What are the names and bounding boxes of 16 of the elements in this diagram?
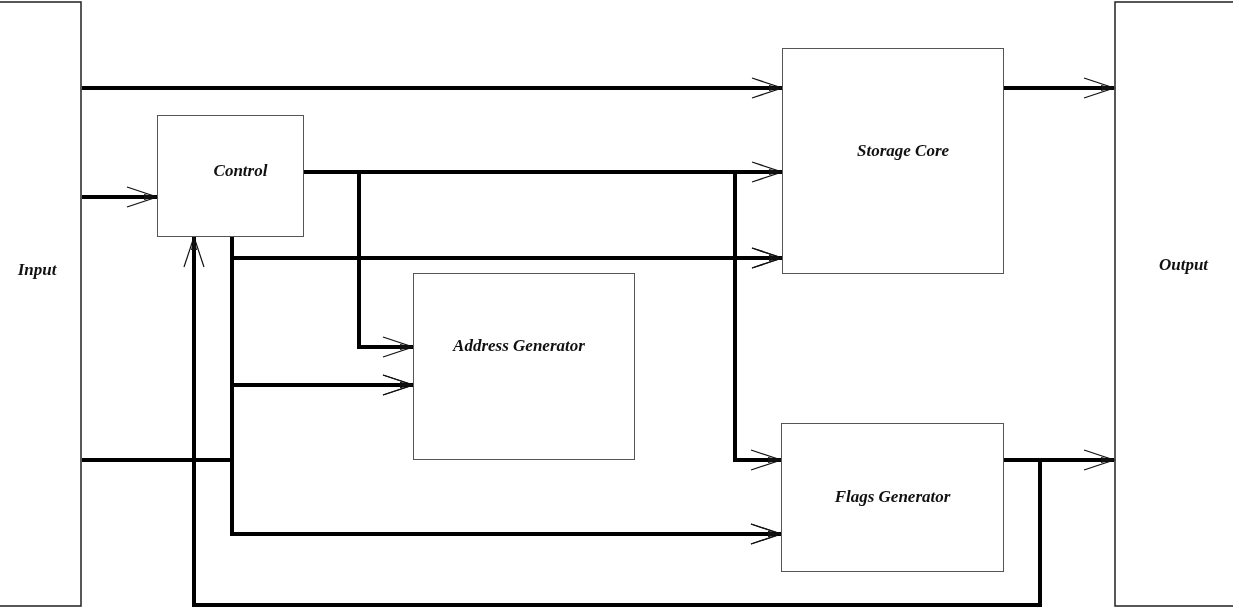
process-box [157,115,304,237]
connector-arrow [82,77,783,99]
connector-arrow [183,236,1042,607]
bracket-boundary [1114,0,1233,610]
process-box [782,48,1004,274]
process-box [413,273,635,460]
block-label: Address Generator [453,335,585,358]
connector-arrow [82,186,158,208]
block-label: Flags Generator [834,486,951,509]
connector-arrow [1004,77,1115,99]
block-label: Output [1158,253,1209,276]
block-label: Input [17,258,57,281]
block-label: Storage Core [856,139,950,162]
process-box [781,423,1004,572]
bracket-boundary [0,0,82,610]
block-label: Control [213,159,268,182]
